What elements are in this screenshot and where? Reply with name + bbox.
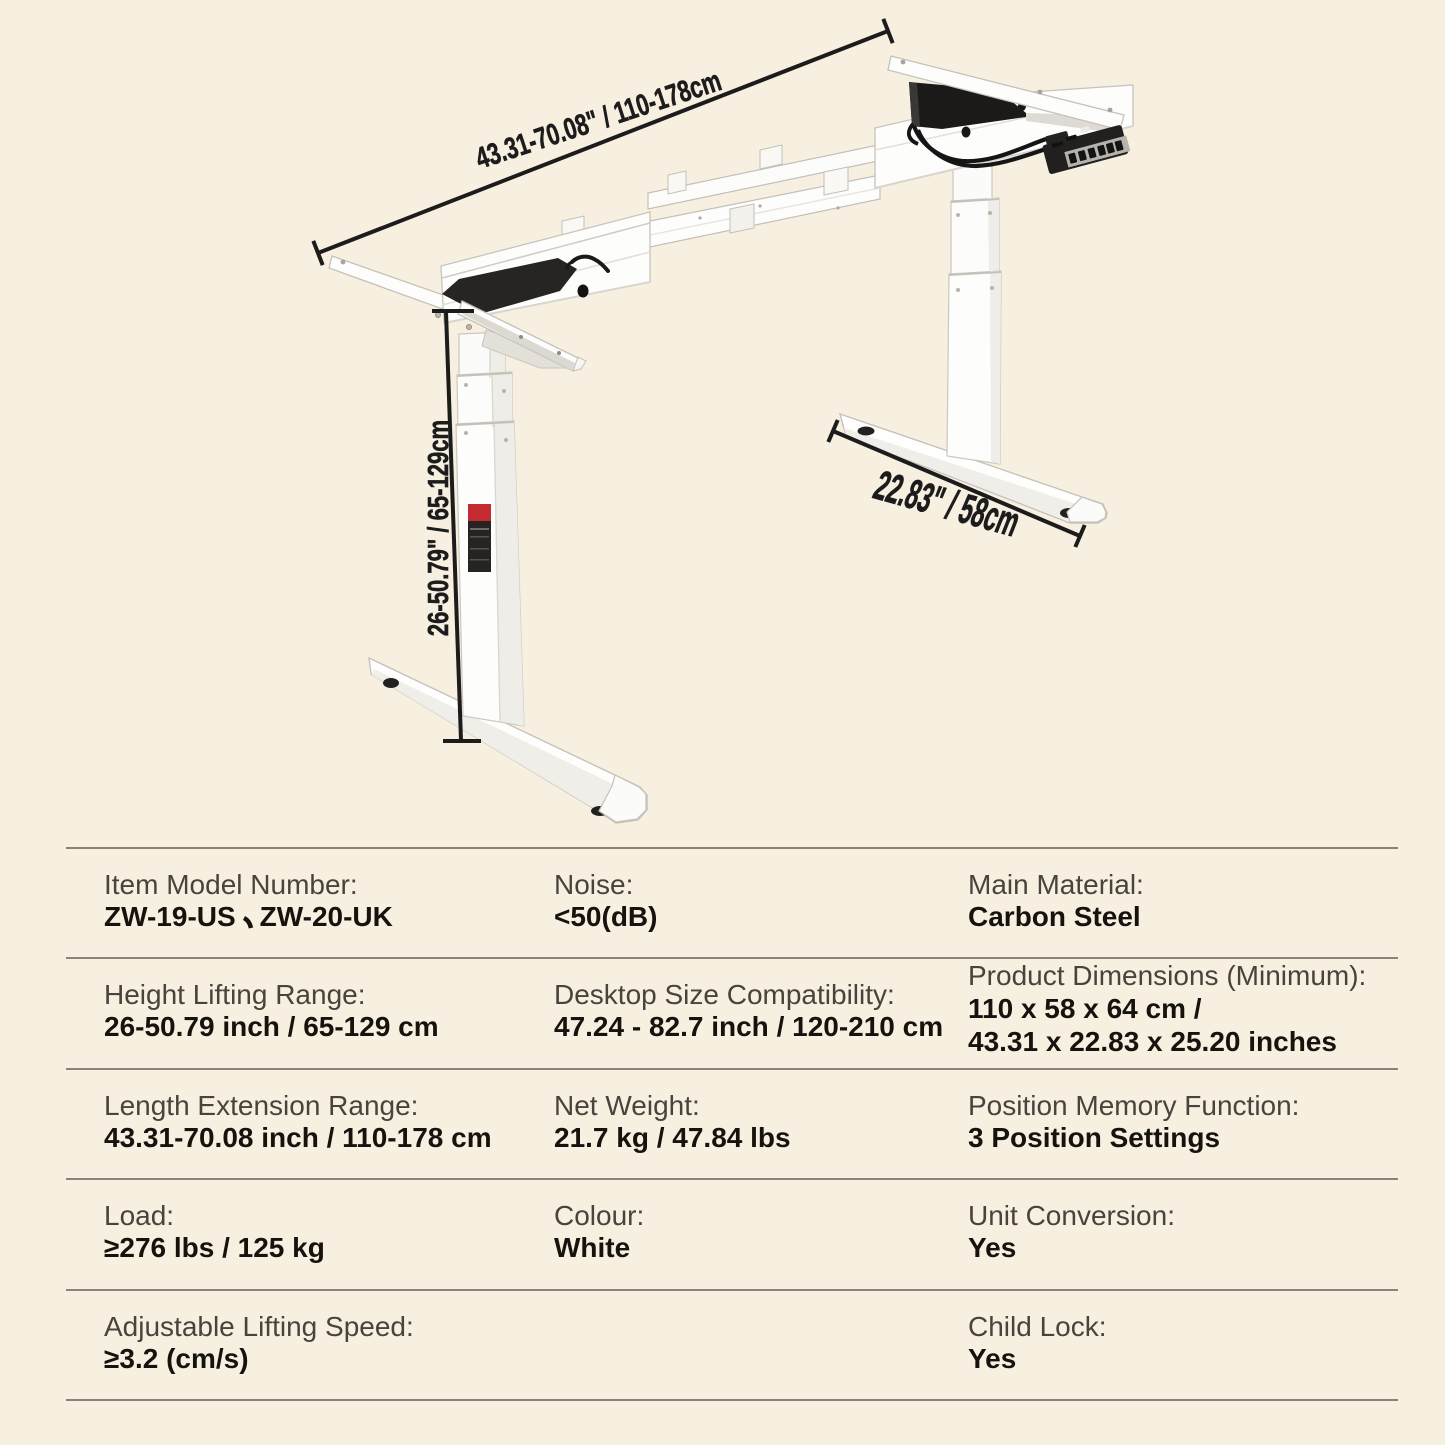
svg-text:26-50.79" / 65-129cm: 26-50.79" / 65-129cm	[423, 420, 455, 636]
svg-text:43.31-70.08" / 110-178cm: 43.31-70.08" / 110-178cm	[471, 63, 725, 176]
